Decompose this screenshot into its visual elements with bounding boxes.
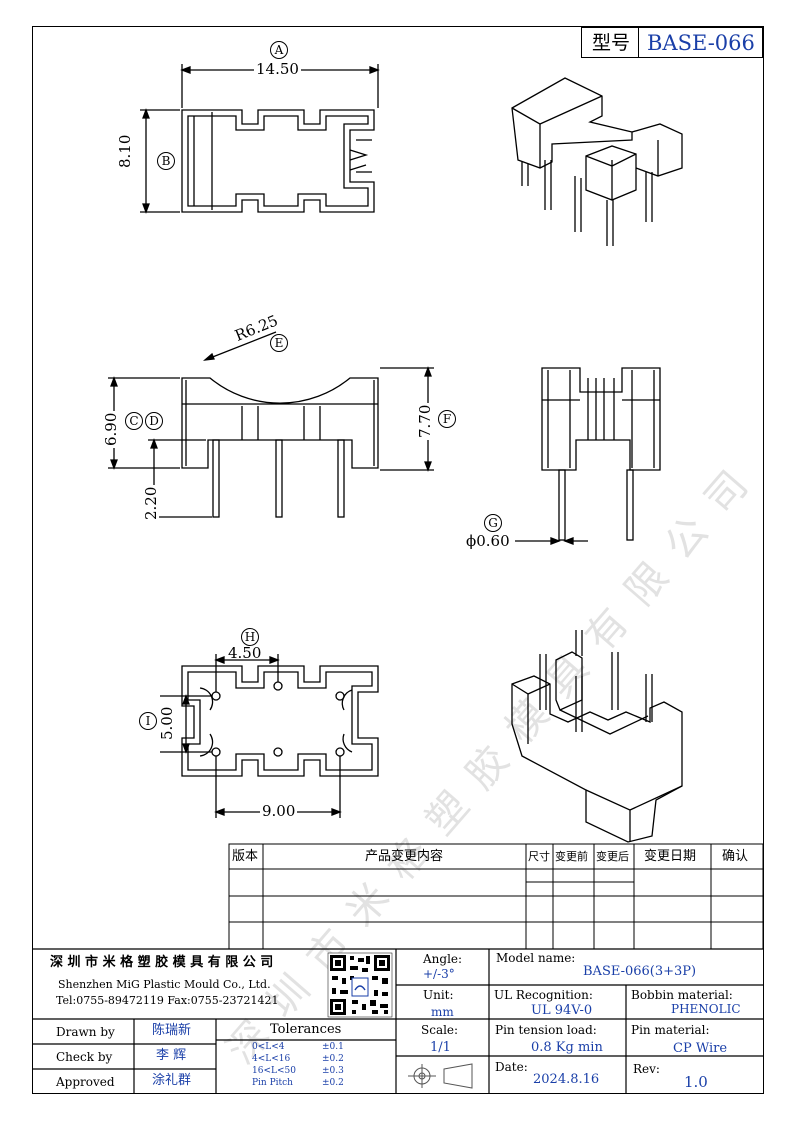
dim-c-circle: C: [125, 412, 143, 430]
check-value: 李 辉: [156, 1048, 187, 1063]
tolerance-range: 4<L<16: [252, 1054, 291, 1064]
pin-tension-label: Pin tension load:: [495, 1023, 597, 1037]
dim-i-value: 5.00: [158, 704, 176, 742]
dim-c-value: 6.90: [102, 410, 120, 448]
approved-label: Approved: [56, 1075, 115, 1089]
bottom-span-value: 9.00: [260, 802, 298, 820]
model-code: BASE-066: [647, 31, 755, 55]
angle-value: +/-3°: [423, 967, 455, 981]
pin-diameter-value: ϕ0.60: [466, 532, 510, 550]
pin-material-label: Pin material:: [631, 1023, 710, 1037]
rev-label: Rev:: [633, 1062, 660, 1076]
tolerance-value: ±0.3: [322, 1066, 344, 1076]
tolerance-range: Pin Pitch: [252, 1078, 293, 1088]
model-name-label: Model name:: [496, 951, 576, 965]
tolerance-range: 16<L<50: [252, 1066, 296, 1076]
rev-header-size: 尺寸: [528, 850, 550, 863]
dim-h-value: 4.50: [228, 644, 262, 662]
dim-d-circle: D: [145, 412, 163, 430]
pin-material-value: CP Wire: [673, 1041, 728, 1056]
scale-value: 1/1: [430, 1040, 451, 1055]
dim-e-circle: E: [270, 334, 288, 352]
model-name-value: BASE-066(3+3P): [583, 964, 697, 979]
bobbin-label: Bobbin material:: [631, 988, 733, 1002]
tolerance-range: 0<L<4: [252, 1042, 285, 1052]
pin-length-value: 2.20: [142, 484, 160, 522]
rev-header-confirm: 确认: [722, 849, 749, 864]
rev-header-version: 版本: [232, 849, 259, 864]
company-name-cn: 深 圳 市 米 格 塑 胶 模 具 有 限 公 司: [50, 955, 274, 970]
rev-header-before: 变更前: [555, 850, 588, 863]
ul-label: UL Recognition:: [494, 988, 593, 1002]
rev-value: 1.0: [684, 1073, 708, 1091]
type-label: 型号: [592, 32, 631, 54]
company-name-en: Shenzhen MiG Plastic Mould Co., Ltd.: [58, 978, 271, 991]
tolerance-value: ±0.1: [322, 1042, 344, 1052]
rev-header-content: 产品变更内容: [365, 849, 444, 864]
bobbin-value: PHENOLIC: [671, 1002, 741, 1016]
dim-a-value: 14.50: [254, 60, 301, 78]
pin-tension-value: 0.8 Kg min: [531, 1040, 603, 1055]
dim-h-circle: H: [241, 628, 259, 646]
dim-b-value: 8.10: [116, 132, 134, 170]
dim-f-circle: F: [438, 410, 456, 428]
tolerances-title: Tolerances: [270, 1022, 342, 1037]
dim-b-circle: B: [157, 152, 175, 170]
tolerance-value: ±0.2: [322, 1078, 344, 1088]
unit-value: mm: [431, 1005, 454, 1019]
model-header-box: 型号 BASE-066: [581, 27, 763, 58]
tolerance-value: ±0.2: [322, 1054, 344, 1064]
rev-header-after: 变更后: [596, 850, 629, 863]
dim-g-circle: G: [484, 514, 502, 532]
dim-i-circle: I: [139, 712, 157, 730]
ul-value: UL 94V-0: [531, 1003, 593, 1018]
date-value: 2024.8.16: [533, 1072, 600, 1087]
drawn-value: 陈瑞新: [152, 1023, 192, 1038]
date-label: Date:: [495, 1060, 528, 1074]
approved-value: 涂礼群: [152, 1073, 192, 1088]
check-label: Check by: [56, 1050, 113, 1064]
dim-a-circle: A: [270, 41, 288, 59]
drawn-label: Drawn by: [56, 1025, 115, 1039]
unit-label: Unit:: [423, 988, 454, 1002]
rev-header-date: 变更日期: [644, 849, 697, 864]
scale-label: Scale:: [421, 1023, 459, 1037]
angle-label: Angle:: [423, 952, 463, 966]
company-contact: Tel:0755-89472119 Fax:0755-23721421: [56, 994, 279, 1007]
drawing-frame: [32, 26, 764, 1094]
dim-f-value: 7.70: [416, 402, 434, 440]
